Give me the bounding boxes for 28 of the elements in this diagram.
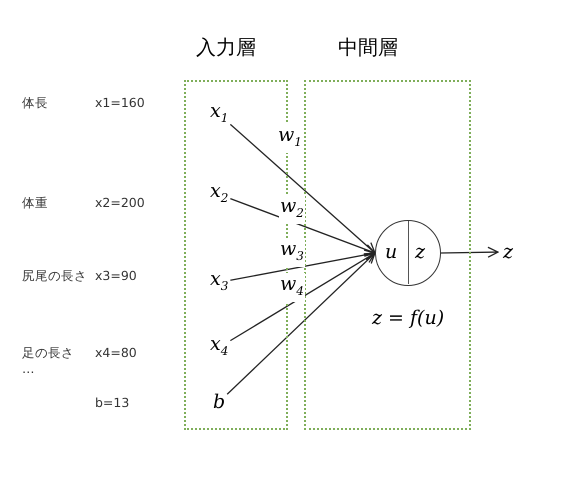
data-label: 体重	[22, 195, 48, 211]
arrow	[230, 252, 376, 342]
math-symbol: z	[503, 241, 514, 263]
data-label: x3=90	[95, 268, 137, 284]
data-label: x4=80	[95, 345, 137, 361]
neuron-circle: u z	[375, 220, 441, 286]
formula: z = f(u)	[372, 307, 444, 329]
data-label: 体長	[22, 95, 48, 111]
data-label: 足の長さ	[22, 345, 74, 361]
layer-heading: 中間層	[338, 34, 398, 60]
math-symbol: b	[213, 391, 226, 413]
math-symbol: x$_{3}$	[210, 268, 228, 297]
math-symbol: x$_{1}$	[210, 100, 228, 129]
arrow	[226, 252, 376, 395]
arrow	[230, 124, 376, 254]
arrow	[230, 198, 376, 255]
arrow	[440, 246, 499, 258]
data-label: b=13	[95, 395, 130, 411]
data-label: 尻尾の長さ	[22, 268, 87, 284]
math-symbol: x$_{4}$	[210, 333, 228, 362]
math-symbol: x$_{2}$	[210, 180, 228, 209]
data-label: x1=160	[95, 95, 145, 111]
weight-label: w$_{4}$	[279, 273, 305, 302]
data-label: …	[22, 361, 34, 377]
layer-heading: 入力層	[196, 34, 256, 60]
weight-label: w$_{2}$	[279, 195, 305, 224]
weight-label: w$_{3}$	[279, 238, 305, 267]
data-label: x2=200	[95, 195, 145, 211]
